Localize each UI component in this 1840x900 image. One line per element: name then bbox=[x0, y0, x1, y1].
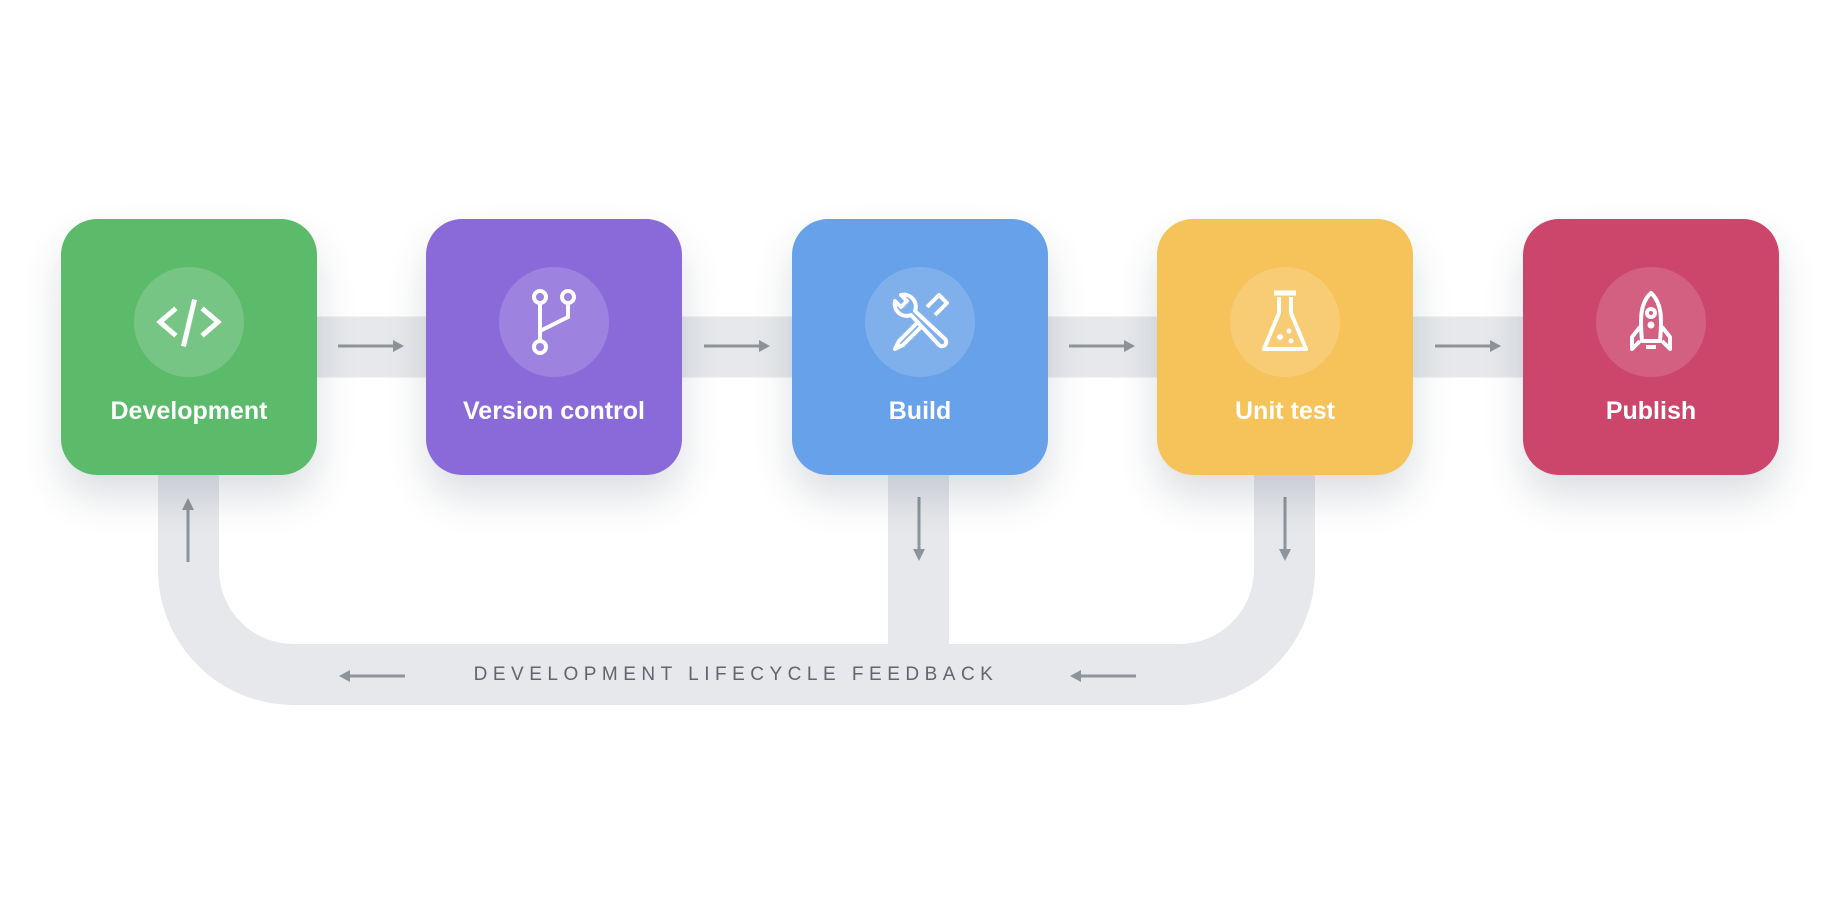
stage-label: Version control bbox=[463, 397, 645, 425]
feedback-loop-band bbox=[158, 460, 1315, 705]
stage-label: Publish bbox=[1605, 397, 1697, 425]
stage-unit-test[interactable]: Unit test bbox=[1157, 219, 1413, 475]
git-branch-icon bbox=[499, 267, 609, 377]
arrow-right-icon bbox=[338, 340, 404, 352]
tools-icon bbox=[865, 267, 975, 377]
arrow-right-icon bbox=[1435, 340, 1501, 352]
flask-icon bbox=[1230, 267, 1340, 377]
arrow-left-icon bbox=[1070, 670, 1136, 682]
rocket-icon bbox=[1596, 267, 1706, 377]
feedback-loop-label: DEVELOPMENT LIFECYCLE FEEDBACK bbox=[473, 664, 999, 685]
arrow-right-icon bbox=[704, 340, 770, 352]
stage-label: Unit test bbox=[1235, 397, 1335, 425]
stage-publish[interactable]: Publish bbox=[1523, 219, 1779, 475]
arrow-right-icon bbox=[1069, 340, 1135, 352]
stage-development[interactable]: Development bbox=[61, 219, 317, 475]
stage-build[interactable]: Build bbox=[792, 219, 1048, 475]
arrow-down-icon bbox=[913, 497, 925, 561]
stage-label: Development bbox=[110, 397, 268, 425]
arrow-left-icon bbox=[339, 670, 405, 682]
arrow-down-icon bbox=[1279, 497, 1291, 561]
code-icon bbox=[134, 267, 244, 377]
stage-label: Build bbox=[888, 397, 952, 425]
arrow-up-icon bbox=[182, 498, 194, 562]
stage-version-control[interactable]: Version control bbox=[426, 219, 682, 475]
